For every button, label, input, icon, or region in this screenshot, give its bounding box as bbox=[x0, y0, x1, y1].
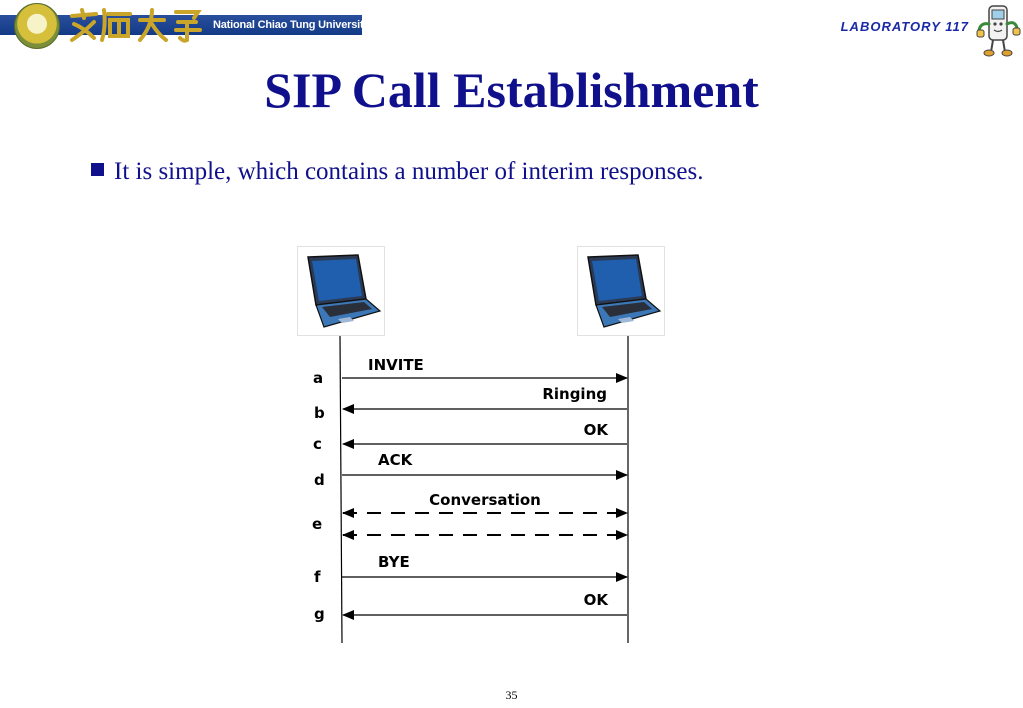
banner-bar bbox=[0, 15, 362, 35]
step-label: c bbox=[313, 435, 322, 453]
step-label: b bbox=[314, 404, 325, 422]
bullet-item: It is simple, which contains a number of… bbox=[91, 157, 703, 187]
laptop-icon bbox=[587, 254, 662, 328]
callee-laptop bbox=[577, 246, 665, 336]
university-name: National Chiao Tung University bbox=[213, 19, 370, 31]
laptop-icon bbox=[307, 254, 382, 328]
message-label: Conversation bbox=[429, 491, 541, 509]
university-seal-icon bbox=[14, 3, 60, 49]
message-label: OK bbox=[584, 421, 610, 439]
step-label: g bbox=[314, 605, 325, 623]
step-label: f bbox=[314, 568, 321, 586]
header-banner: National Chiao Tung University bbox=[0, 0, 370, 50]
bullet-text: It is simple, which contains a number of… bbox=[114, 158, 704, 185]
slide-title: SIP Call Establishment bbox=[264, 62, 759, 118]
page-number: 35 bbox=[505, 688, 518, 702]
message-label: Ringing bbox=[542, 385, 607, 403]
message-label: INVITE bbox=[368, 356, 424, 374]
message-label: BYE bbox=[378, 553, 410, 571]
caller-laptop bbox=[297, 246, 385, 336]
message-label: OK bbox=[584, 591, 610, 609]
step-label: d bbox=[314, 471, 325, 489]
phone-mascot-icon bbox=[976, 5, 1021, 57]
message-label: ACK bbox=[378, 451, 414, 469]
step-label: e bbox=[312, 515, 322, 533]
lab-label: LABORATORY 117 bbox=[840, 19, 969, 34]
caller-lifeline bbox=[339, 335, 343, 644]
bullet-square-icon bbox=[91, 163, 104, 176]
university-calligraphy-logo-icon bbox=[70, 8, 202, 43]
step-label: a bbox=[313, 369, 323, 387]
